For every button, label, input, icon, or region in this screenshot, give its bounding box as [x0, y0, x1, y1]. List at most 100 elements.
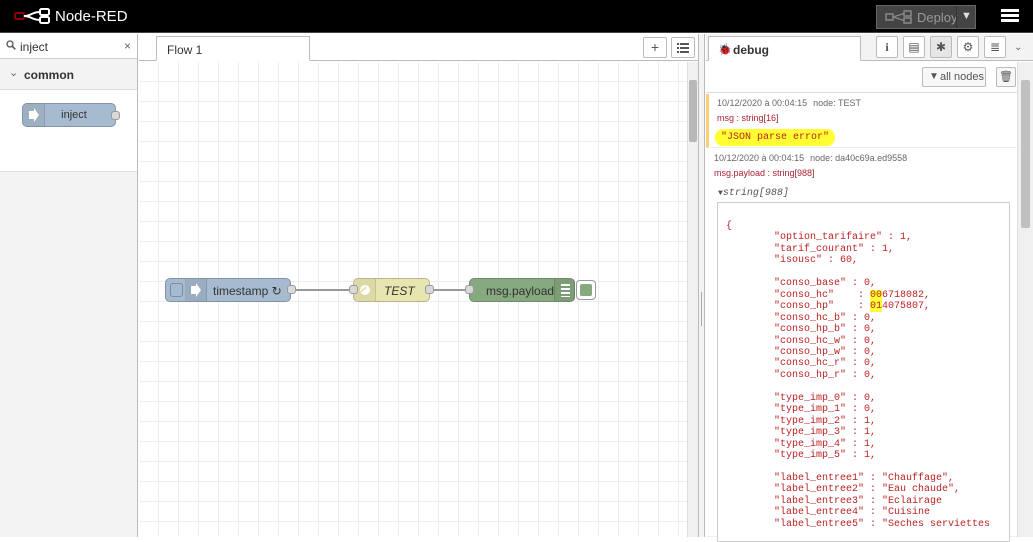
node-label: TEST — [384, 284, 415, 298]
bug-icon: 🐞 — [718, 44, 732, 56]
json-line: "label_entree5" : "Seches serviettes ", — [726, 518, 1010, 530]
search-input[interactable]: inject — [20, 40, 49, 54]
list-icon — [677, 43, 689, 53]
json-line: "conso_hp_r" : 0, — [726, 369, 877, 381]
debug-toolbar: ▼ all nodes 🗑 — [706, 62, 1017, 93]
node-red-logo-icon — [14, 8, 50, 24]
clear-messages-trash-icon[interactable]: 🗑 — [996, 67, 1016, 87]
context-data-icon[interactable]: ≣ — [984, 36, 1006, 58]
app-title: Node-RED — [55, 8, 128, 25]
main-menu-icon[interactable] — [1001, 9, 1019, 23]
flow-list-button[interactable] — [671, 37, 695, 58]
caret-down-icon[interactable]: ▼ — [961, 10, 972, 22]
scrollbar-thumb[interactable] — [689, 80, 697, 142]
debug-message[interactable]: 10/12/2020 à 00:04:15 node: TEST msg : st… — [706, 94, 1017, 148]
json-line: "tarif_courant" : 1, — [726, 243, 895, 255]
json-value-box[interactable]: { "option_tarifaire" : 1, "tarif_courant… — [717, 202, 1010, 542]
inject-icon — [185, 279, 207, 301]
json-line: "label_entree3" : "Eclairage ", — [726, 495, 1010, 507]
palette-search[interactable]: inject × — [0, 34, 137, 59]
json-line: "conso_hp_b" : 0, — [726, 324, 877, 336]
tab-debug[interactable]: 🐞 debug — [708, 36, 861, 61]
input-port[interactable] — [349, 285, 358, 294]
inject-icon — [23, 104, 45, 126]
deploy-icon — [885, 10, 912, 24]
message-meta: 10/12/2020 à 00:04:15 node: da40c69a.ed95… — [714, 153, 907, 163]
json-line: "type_imp_0" : 0, — [726, 392, 877, 404]
debug-toggle-button[interactable] — [576, 280, 596, 300]
category-label: common — [24, 68, 75, 82]
tab-label: debug — [733, 43, 769, 57]
wire[interactable] — [432, 289, 469, 291]
canvas-scrollbar[interactable] — [687, 62, 698, 537]
message-timestamp: 10/12/2020 à 00:04:15 — [714, 153, 805, 163]
json-line: "conso_base" : 0, — [726, 278, 877, 290]
deploy-divider — [956, 6, 957, 28]
json-line: "label_entree4" : "Cuisine ", — [726, 507, 1010, 519]
string-expand-toggle[interactable]: ▼string[988] — [718, 188, 789, 199]
json-line: "conso_hp" : 014075807, — [726, 301, 931, 313]
message-timestamp: 10/12/2020 à 00:04:15 — [717, 98, 808, 108]
deploy-label: Deploy — [917, 10, 958, 25]
flow-canvas[interactable]: timestamp ↻ TEST msg.payload — [139, 62, 687, 537]
caret-down-icon: ▼ — [718, 189, 723, 198]
chevron-down-icon[interactable]: ⌄ — [1014, 42, 1023, 53]
debug-bug-icon[interactable]: ✱ — [930, 36, 952, 58]
gear-icon[interactable]: ⚙ — [957, 36, 979, 58]
filter-label: all nodes — [940, 71, 985, 83]
inject-button[interactable] — [170, 283, 183, 297]
search-icon — [6, 40, 16, 50]
message-topic: msg : string[16] — [717, 113, 779, 123]
tab-flow-1[interactable]: Flow 1 — [156, 36, 310, 61]
palette-node-inject[interactable]: inject — [22, 103, 120, 127]
deploy-button[interactable]: Deploy ▼ — [876, 5, 976, 29]
workspace-tab-bar: Flow 1 + — [139, 34, 698, 61]
palette-node-label: inject — [61, 109, 87, 121]
json-line: "conso_hc_r" : 0, — [726, 358, 877, 370]
node-label: timestamp ↻ — [213, 284, 282, 298]
sidebar-splitter[interactable] — [698, 34, 705, 537]
message-value[interactable]: "JSON parse error" — [715, 129, 836, 146]
node-palette: inject × ⌄ common inject — [0, 34, 138, 537]
sidebar-tab-bar: 🐞 debug i ▤ ✱ ⚙ ≣ ⌄ — [706, 34, 1033, 61]
json-line: "conso_hc" : 006718082, — [726, 289, 931, 301]
function-icon — [354, 279, 376, 301]
help-book-icon[interactable]: ▤ — [903, 36, 925, 58]
scrollbar-thumb[interactable] — [1021, 80, 1030, 228]
json-line: { — [726, 221, 733, 232]
message-node[interactable]: node: da40c69a.ed9558 — [810, 153, 908, 163]
palette-category-common[interactable]: ⌄ common — [0, 60, 137, 90]
node-debug[interactable]: msg.payload — [469, 278, 575, 302]
node-function-test[interactable]: TEST — [353, 278, 430, 302]
header-bar: Node-RED Deploy ▼ — [0, 0, 1033, 33]
json-line: "conso_hc_b" : 0, — [726, 312, 877, 324]
message-meta: 10/12/2020 à 00:04:15 node: TEST — [717, 98, 861, 108]
input-port[interactable] — [465, 285, 474, 294]
add-flow-button[interactable]: + — [643, 37, 667, 58]
json-line: "type_imp_5" : 1, — [726, 450, 877, 462]
output-port[interactable] — [287, 285, 296, 294]
output-port[interactable] — [425, 285, 434, 294]
splitter-grip[interactable] — [701, 292, 702, 326]
toggle-label: string[988] — [722, 188, 789, 199]
wire[interactable] — [294, 289, 356, 291]
tab-label: Flow 1 — [167, 43, 203, 57]
message-node[interactable]: node: TEST — [813, 98, 861, 108]
json-line: "type_imp_3" : 1, — [726, 427, 877, 439]
json-line: "label_entree2" : "Eau chaude", — [726, 484, 961, 496]
info-icon[interactable]: i — [876, 36, 898, 58]
filter-icon: ▼ — [929, 71, 939, 82]
json-line: "type_imp_4" : 1, — [726, 438, 877, 450]
sidebar-scrollbar[interactable] — [1017, 62, 1033, 537]
json-line: "conso_hc_w" : 0, — [726, 335, 877, 347]
debug-message[interactable]: 10/12/2020 à 00:04:15 node: da40c69a.ed95… — [706, 149, 1017, 542]
clear-search-icon[interactable]: × — [124, 39, 132, 53]
filter-all-nodes-button[interactable]: ▼ all nodes — [922, 67, 986, 87]
chevron-down-icon: ⌄ — [9, 67, 19, 79]
json-line: "type_imp_2" : 1, — [726, 415, 877, 427]
json-line: "conso_hp_w" : 0, — [726, 346, 877, 358]
highlight-mark: 01 — [870, 301, 883, 313]
node-inject[interactable]: timestamp ↻ — [165, 278, 291, 302]
node-label: msg.payload — [486, 284, 555, 298]
output-port — [111, 111, 120, 120]
